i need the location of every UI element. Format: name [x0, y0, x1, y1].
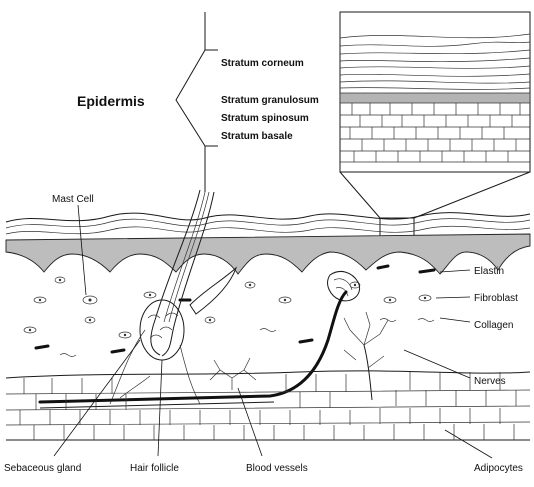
epidermis-title: Epidermis [77, 93, 145, 109]
label-blood-vessels: Blood vessels [246, 463, 308, 474]
adipocyte-layer [5, 370, 531, 441]
label-elastin: Elastin [474, 266, 504, 277]
label-sebaceous-gland: Sebaceous gland [4, 463, 81, 474]
label-stratum-corneum: Stratum corneum [221, 58, 304, 69]
label-collagen: Collagen [474, 320, 513, 331]
hair-follicle-drawing [109, 189, 238, 405]
label-mast-cell: Mast Cell [52, 194, 94, 205]
epidermis-bracket [175, 12, 218, 192]
label-fibroblast: Fibroblast [474, 293, 518, 304]
epidermis-band [5, 212, 531, 275]
blood-vessels-drawing [38, 290, 348, 409]
leader-lines [53, 204, 493, 459]
dermis-cells [23, 264, 436, 357]
label-stratum-granulosum: Stratum granulosum [221, 95, 319, 106]
inset-cell-layer [340, 103, 530, 163]
label-stratum-basale: Stratum basale [221, 131, 293, 142]
label-hair-follicle: Hair follicle [130, 463, 179, 474]
nerve-drawing [327, 271, 389, 401]
inset-corneum-lines [339, 33, 531, 90]
fibroblast-symbol [418, 294, 432, 302]
label-adipocytes: Adipocytes [474, 463, 523, 474]
label-stratum-spinosum: Stratum spinosum [221, 113, 309, 124]
mast-cell-symbol [82, 295, 98, 305]
label-nerves: Nerves [474, 376, 506, 387]
magnified-inset [339, 11, 531, 245]
